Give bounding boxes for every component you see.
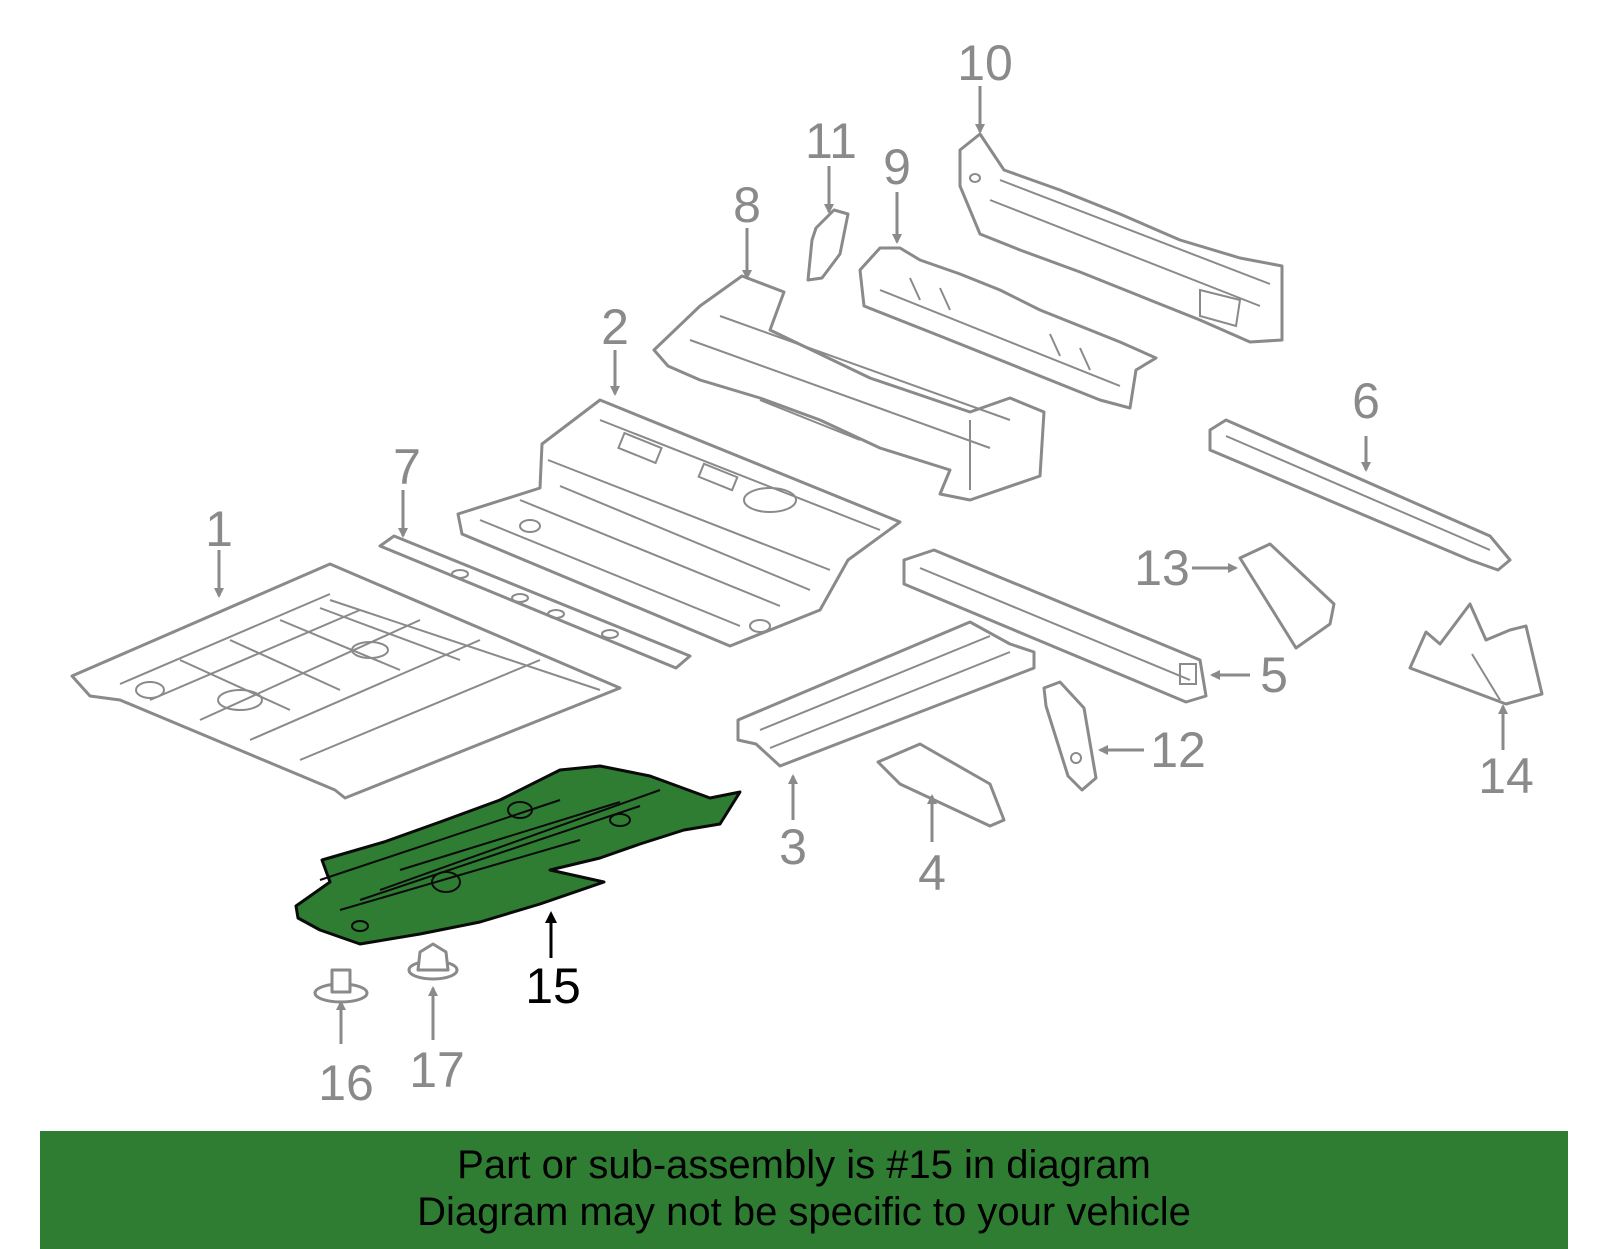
callout-label-10: 10 bbox=[957, 35, 1013, 91]
part-15-under-cover[interactable] bbox=[294, 764, 742, 946]
callout-label-5: 5 bbox=[1260, 647, 1288, 703]
diagram-note-part: Part or sub-assembly is #15 in diagram bbox=[457, 1143, 1151, 1187]
callout-label-15: 15 bbox=[525, 958, 581, 1014]
callout-label-1: 1 bbox=[205, 501, 233, 557]
callout-label-7: 7 bbox=[393, 439, 421, 495]
part-8-cross-member[interactable] bbox=[652, 274, 1046, 502]
part-13-brace[interactable] bbox=[1238, 542, 1336, 650]
callout-label-14: 14 bbox=[1478, 748, 1534, 804]
callout-label-17: 17 bbox=[409, 1042, 465, 1098]
part-16-bolt[interactable] bbox=[313, 968, 369, 1004]
callout-label-9: 9 bbox=[883, 139, 911, 195]
callout-arrows bbox=[214, 86, 1508, 1044]
callout-label-8: 8 bbox=[733, 177, 761, 233]
part-10-rear-panel[interactable] bbox=[958, 132, 1284, 344]
part-3-floor-frame[interactable] bbox=[736, 620, 1036, 768]
callout-label-4: 4 bbox=[918, 845, 946, 901]
callout-label-6: 6 bbox=[1352, 373, 1380, 429]
callout-label-11: 11 bbox=[805, 113, 857, 169]
part-5-long-rail[interactable] bbox=[902, 548, 1208, 704]
part-9-rear-cross-member[interactable] bbox=[858, 246, 1158, 410]
part-1-front-floor-pan[interactable] bbox=[70, 562, 622, 800]
part-7-floor-strip[interactable] bbox=[378, 534, 692, 670]
callout-label-13: 13 bbox=[1134, 540, 1190, 596]
part-12-brace[interactable] bbox=[1042, 680, 1098, 792]
part-4-bracket[interactable] bbox=[876, 742, 1006, 828]
diagram-note-disclaimer: Diagram may not be specific to your vehi… bbox=[417, 1190, 1191, 1234]
callout-label-3: 3 bbox=[779, 819, 807, 875]
part-2-center-floor[interactable] bbox=[456, 398, 902, 648]
callout-label-2: 2 bbox=[601, 299, 629, 355]
part-17-clip[interactable] bbox=[407, 942, 459, 981]
callout-label-16: 16 bbox=[318, 1055, 374, 1111]
diagram-note-banner: Part or sub-assembly is #15 in diagram D… bbox=[40, 1131, 1568, 1249]
callout-label-12: 12 bbox=[1150, 722, 1206, 778]
part-11-bracket[interactable] bbox=[806, 208, 850, 282]
part-14-bracket[interactable] bbox=[1408, 602, 1544, 706]
part-6-side-rail[interactable] bbox=[1208, 418, 1512, 572]
